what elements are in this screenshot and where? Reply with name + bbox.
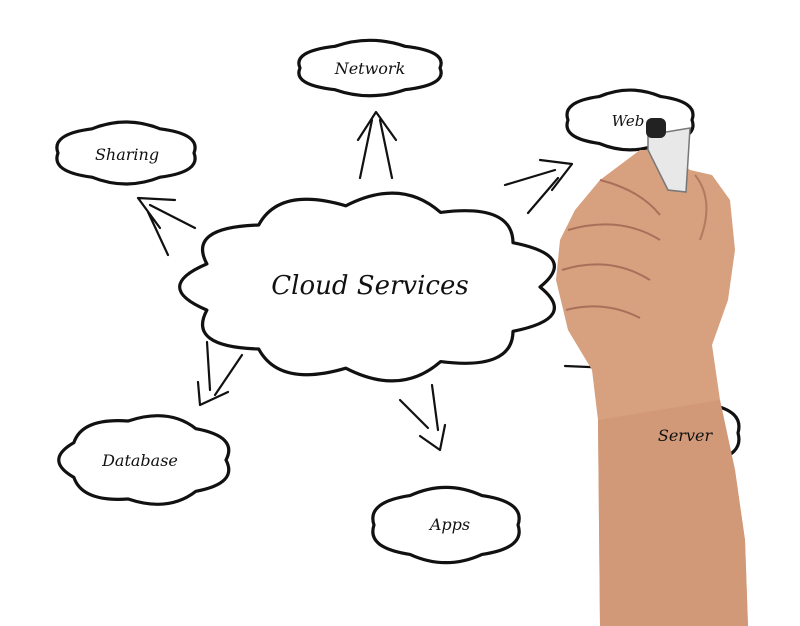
cloud-sharing [55,120,197,186]
arrow-to-apps [398,383,447,452]
node-label-apps: Apps [428,515,470,534]
arrow-to-network [356,110,398,180]
arrow-to-database [196,340,244,407]
hand-holding-marker [556,118,748,626]
cloud-network [297,38,443,98]
node-label-web: Web [612,112,645,130]
node-label-server: Server [658,426,714,445]
cloud-database [57,414,231,506]
node-label-network: Network [334,59,406,78]
cloud-center [178,191,556,383]
center-label: Cloud Services [271,271,468,301]
marker-icon [646,118,691,193]
node-label-database: Database [101,451,178,470]
node-label-sharing: Sharing [95,145,159,164]
arrow-to-sharing [136,196,197,257]
arrow-to-web [503,158,574,215]
cloud-apps [371,485,521,565]
